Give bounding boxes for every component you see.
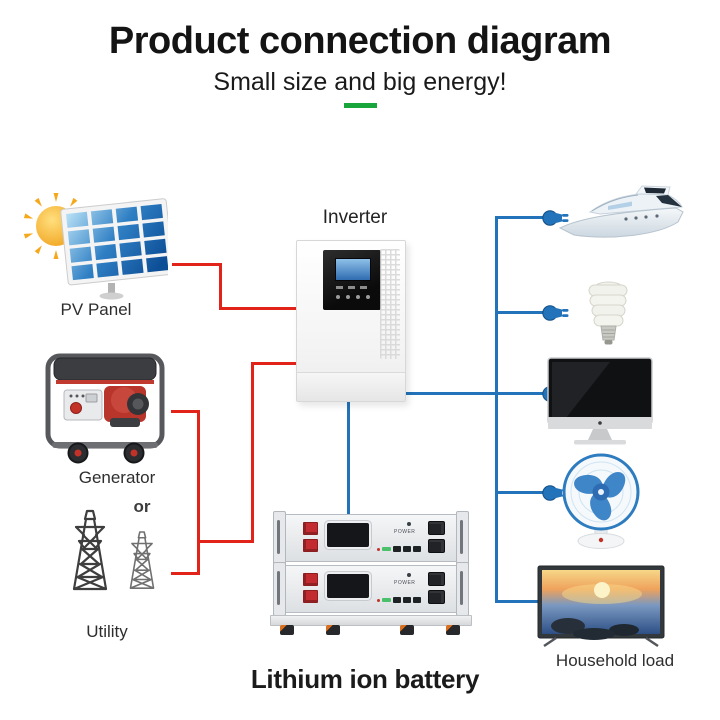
page-subtitle: Small size and big energy!	[213, 68, 507, 96]
negative-terminal	[428, 572, 445, 586]
wire-pv-h1	[172, 263, 222, 266]
inverter-unit	[296, 240, 406, 402]
battery-base	[270, 615, 472, 626]
tv-icon	[537, 565, 665, 648]
wire-utility-stub	[171, 572, 200, 575]
wire-branch-yacht	[495, 216, 543, 219]
wire-branch-bulb	[495, 311, 543, 314]
or-label: or	[133, 497, 151, 516]
inverter-lcd-screen	[335, 258, 371, 281]
caster-wheel	[446, 625, 460, 635]
plug-icon	[542, 210, 569, 226]
bulb-icon	[588, 281, 628, 345]
inverter-label: Inverter	[322, 207, 388, 228]
wire-gen-v1	[251, 362, 254, 543]
wire-gen-h1	[251, 362, 296, 365]
power-led	[407, 573, 411, 577]
positive-terminal	[303, 522, 318, 535]
wire-branch-tv	[495, 600, 543, 603]
plug-icon	[542, 305, 569, 321]
wire-branch-fan	[495, 491, 543, 494]
pv-panel-label: PV Panel	[60, 300, 132, 319]
panel-stand	[108, 283, 115, 294]
fan-icon	[562, 453, 640, 549]
inverter-vent-grille	[380, 249, 400, 359]
wire-gen-h2	[197, 540, 254, 543]
inverter-control-panel	[323, 250, 381, 310]
rack-ear	[273, 511, 286, 565]
positive-terminal	[303, 590, 318, 603]
negative-terminal	[428, 539, 445, 553]
generator-label: Generator	[78, 468, 156, 487]
inverter-indicator-row	[336, 286, 367, 289]
wire-load-trunk	[495, 216, 498, 603]
battery-display	[327, 523, 369, 547]
power-text: POWER	[394, 580, 416, 586]
battery-label: Lithium ion battery	[250, 664, 480, 694]
generator-icon	[45, 353, 165, 464]
solar-panel	[60, 198, 168, 286]
caster-wheel	[326, 625, 340, 635]
status-indicators	[377, 597, 421, 603]
inverter-lower-section	[297, 372, 405, 401]
power-text: POWER	[394, 529, 416, 535]
accent-underline	[344, 103, 377, 108]
caster-wheel	[280, 625, 294, 635]
household-load-label: Household load	[555, 651, 675, 670]
battery-unit: POWER	[273, 511, 469, 565]
pv-panel-icon	[23, 193, 168, 300]
wire-generator-stub	[171, 410, 200, 413]
power-led	[407, 522, 411, 526]
battery-display	[327, 574, 369, 598]
caster-wheel	[400, 625, 414, 635]
wire-gen-v2	[197, 410, 200, 575]
wire-inverter-battery	[347, 399, 350, 515]
rack-ear	[456, 562, 469, 616]
rack-ear	[456, 511, 469, 565]
utility-towers-icon	[72, 509, 155, 591]
wire-pv-v1	[219, 263, 222, 310]
page-title: Product connection diagram	[108, 20, 612, 62]
inverter-buttons	[336, 295, 370, 299]
utility-label: Utility	[86, 622, 128, 641]
monitor-icon	[547, 357, 653, 445]
status-indicators	[377, 546, 421, 552]
wire-pv-h2	[219, 307, 296, 310]
wire-inverter-loads	[402, 392, 543, 395]
positive-terminal	[303, 539, 318, 552]
battery-unit: POWER	[273, 562, 469, 616]
negative-terminal	[428, 521, 445, 535]
battery-stack: POWER POWER	[270, 508, 472, 640]
positive-terminal	[303, 573, 318, 586]
yacht-icon	[558, 185, 684, 238]
negative-terminal	[428, 590, 445, 604]
rack-ear	[273, 562, 286, 616]
